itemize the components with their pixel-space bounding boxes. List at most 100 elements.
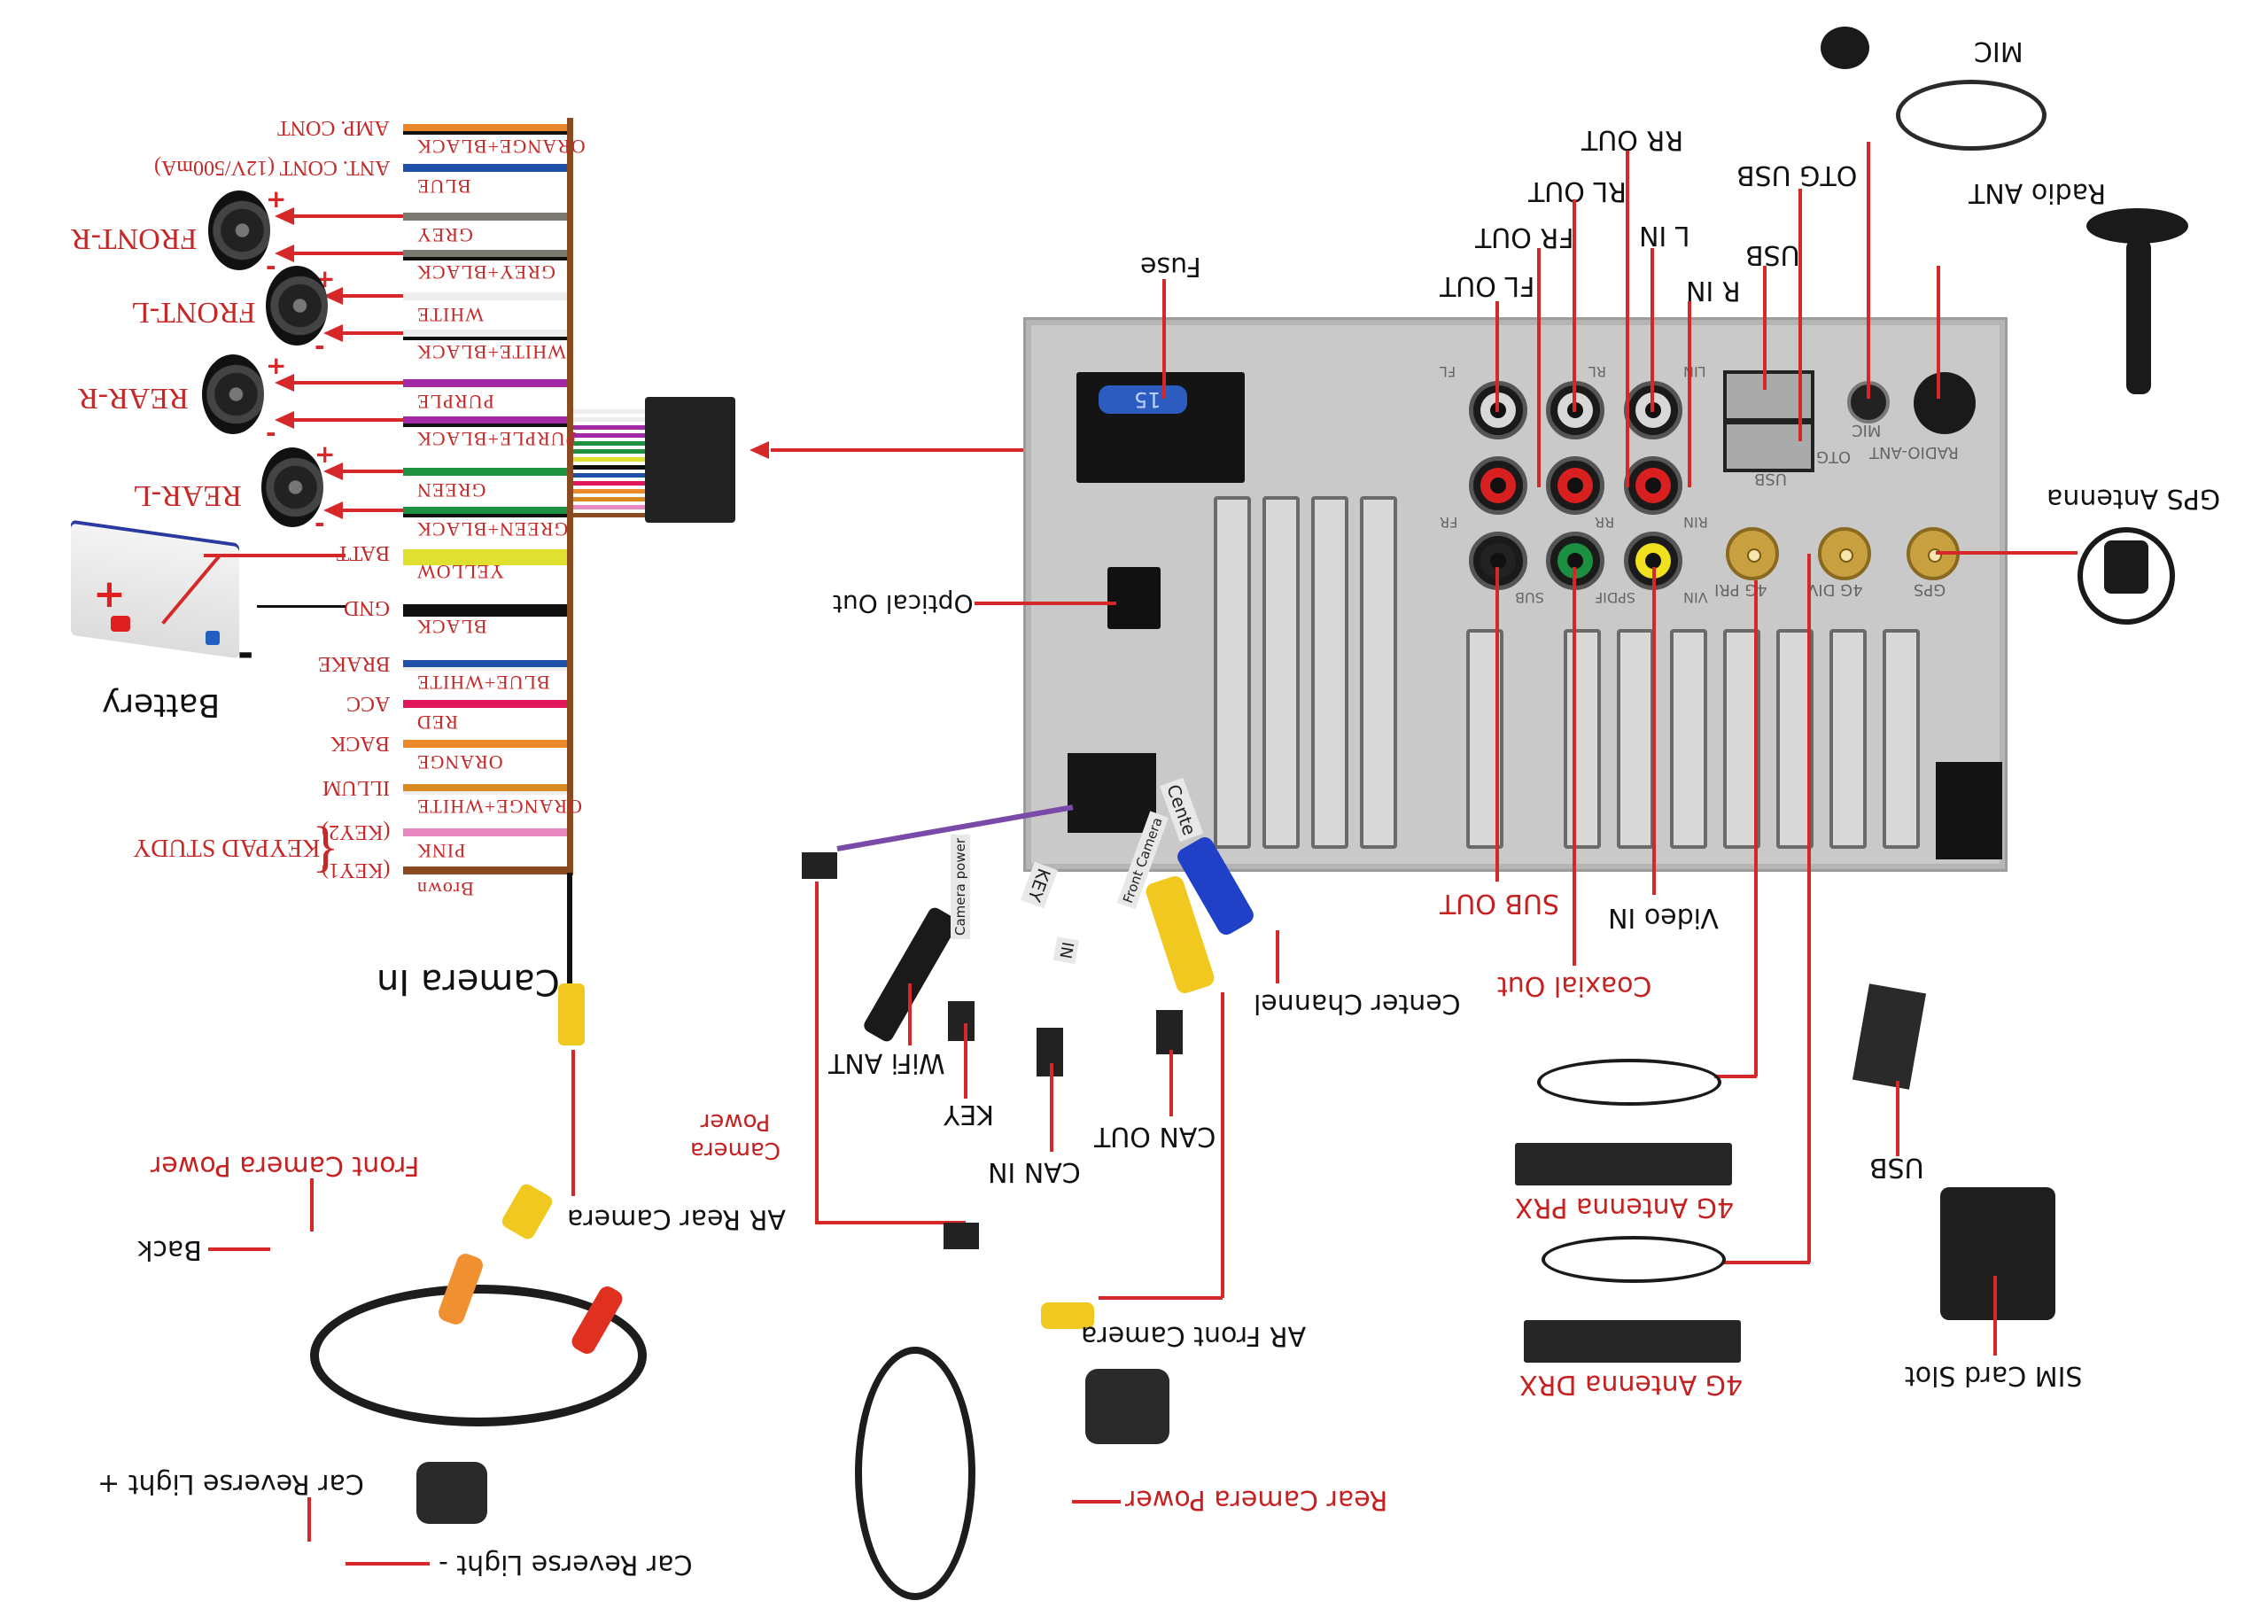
connector-wire xyxy=(573,513,646,517)
can-in-label: CAN IN xyxy=(988,1156,1081,1187)
harness-wire xyxy=(403,784,567,792)
can-in-leader xyxy=(1050,1063,1053,1152)
key-label: KEY xyxy=(944,1099,994,1130)
otg-usb-leader xyxy=(1798,189,1802,441)
speaker-rear-r-icon xyxy=(202,354,264,434)
arrow-left-icon xyxy=(323,501,343,519)
connector-wire xyxy=(573,417,646,422)
back-leader xyxy=(208,1247,270,1251)
optical-out-leader xyxy=(975,602,1116,605)
battery-minus-sign: - xyxy=(237,631,254,676)
connector-wire xyxy=(573,457,646,462)
camera-in-leader xyxy=(571,1050,575,1196)
speaker-label-front-r: FRONT-R xyxy=(71,222,198,255)
panel-mark-vin: VIN xyxy=(1683,589,1708,606)
speaker-lead-arrow xyxy=(341,331,403,335)
otg-usb-label: OTG USB xyxy=(1736,159,1858,190)
panel-mark-mic: MIC xyxy=(1852,421,1882,439)
harness-wire-stripe xyxy=(403,257,567,260)
wire-color-label: WHITE xyxy=(416,304,484,326)
usb-cable-label: USB xyxy=(1869,1152,1924,1183)
camera-power-label: Camera Power xyxy=(689,1108,781,1163)
speaker-lead-arrow xyxy=(292,214,403,218)
wire-color-label: BLUE xyxy=(416,175,471,198)
radio-ant-leader xyxy=(1937,266,1940,399)
wire-color-label: GREEN xyxy=(416,479,486,501)
connector-wire xyxy=(573,489,646,493)
key-connector-icon xyxy=(948,1001,975,1041)
connector-wire xyxy=(573,497,646,501)
usb-cable-leader xyxy=(1896,1081,1899,1156)
battery-minus-terminal xyxy=(206,631,220,645)
wire-color-label: PURPLE+BLACK xyxy=(416,428,577,450)
can-out-leader xyxy=(1169,1050,1173,1116)
sim-card-slot-label: SIM Card Slot xyxy=(1905,1360,2083,1391)
rear-camera-icon xyxy=(416,1462,487,1524)
fuse-value: 15 xyxy=(1134,387,1161,412)
4g-prx-antenna-icon xyxy=(1515,1143,1732,1185)
wire-function-label: ANT. CONT (12V/500mA) xyxy=(154,156,391,179)
reverse-minus-leader xyxy=(346,1562,430,1566)
wire-color-label: GREY+BLACK xyxy=(416,261,555,284)
sma-4g-pri xyxy=(1726,527,1779,580)
wire-function-label: GND xyxy=(344,596,390,619)
rr-out-label: RR OUT xyxy=(1581,124,1684,155)
harness-wire xyxy=(403,660,567,668)
fl-out-label: FL OUT xyxy=(1440,270,1535,301)
speaker-lead-arrow xyxy=(292,252,403,255)
arrow-left-icon xyxy=(323,324,343,342)
ar-front-camera-leader xyxy=(1221,992,1224,1298)
center-channel-leader xyxy=(1276,930,1279,983)
sim-card-leader xyxy=(1993,1276,1997,1356)
connector-wire xyxy=(573,441,646,446)
radio-ant-label: Radio ANT xyxy=(1969,177,2107,208)
harness-wire xyxy=(403,213,567,221)
wire-color-label: Brown xyxy=(416,878,474,900)
4g-pri-leader-h xyxy=(1714,1075,1757,1078)
rca-rr-jack xyxy=(1546,456,1604,515)
wire-function-label: ILLUM xyxy=(322,776,390,799)
harness-wire xyxy=(403,468,567,476)
speaker-label-rear-r: REAR-R xyxy=(78,382,189,415)
minus-sign: - xyxy=(266,252,276,281)
camera-in-label: Camera In xyxy=(377,961,560,1002)
harness-wire-stripe xyxy=(403,791,567,795)
rear-camera-cable-coil xyxy=(310,1285,647,1426)
sub-out-label: SUB OUT xyxy=(1440,888,1560,919)
speaker-rear-l-icon xyxy=(261,447,323,527)
harness-wire-stripe xyxy=(403,514,567,517)
key-leader xyxy=(964,1023,967,1099)
coaxial-out-leader xyxy=(1573,567,1576,966)
center-channel-label-text: Center Channel xyxy=(1254,988,1461,1019)
coaxial-out-label: Coaxial Out xyxy=(1497,970,1652,1001)
wire-color-label: BLACK xyxy=(416,616,487,638)
wire-color-label: YELLOW xyxy=(416,561,504,583)
speaker-lead-arrow xyxy=(341,294,403,298)
harness-trunk xyxy=(567,118,573,875)
rca-vin-jack xyxy=(1624,532,1682,590)
battery-plus-sign: + xyxy=(93,571,126,617)
video-in-leader xyxy=(1652,567,1656,895)
speaker-label-rear-l: REAR-L xyxy=(133,479,242,512)
panel-mark-sub: SUB xyxy=(1515,589,1544,606)
front-camera-rca-plug xyxy=(1041,1302,1094,1329)
reverse-plus-leader xyxy=(307,1497,311,1542)
wire-function-label: BRAKE xyxy=(318,652,391,675)
fl-out-leader xyxy=(1495,301,1499,412)
minus-sign: - xyxy=(266,418,276,447)
wire-color-label: RED xyxy=(416,711,458,734)
ar-front-camera-leader-h xyxy=(1099,1296,1223,1300)
l-in-leader xyxy=(1651,248,1654,412)
speaker-front-l-icon xyxy=(266,266,328,346)
panel-mark-fl: FL xyxy=(1440,363,1456,380)
speaker-lead-arrow xyxy=(341,509,403,512)
mic-label: MIC xyxy=(1974,35,2023,66)
l-in-label: L IN xyxy=(1639,220,1690,251)
rear-camera-rca-plug xyxy=(499,1181,555,1242)
4g-drx-cable xyxy=(1542,1236,1726,1283)
wire-function-label: AMP. CONT xyxy=(277,116,390,139)
fr-out-label: FR OUT xyxy=(1475,221,1574,253)
reverse-plus-label: Car Reverse Light + xyxy=(97,1468,364,1499)
wire-color-label: BLUE+WHITE xyxy=(416,672,550,694)
camera-power-connector-2-icon xyxy=(944,1223,979,1249)
